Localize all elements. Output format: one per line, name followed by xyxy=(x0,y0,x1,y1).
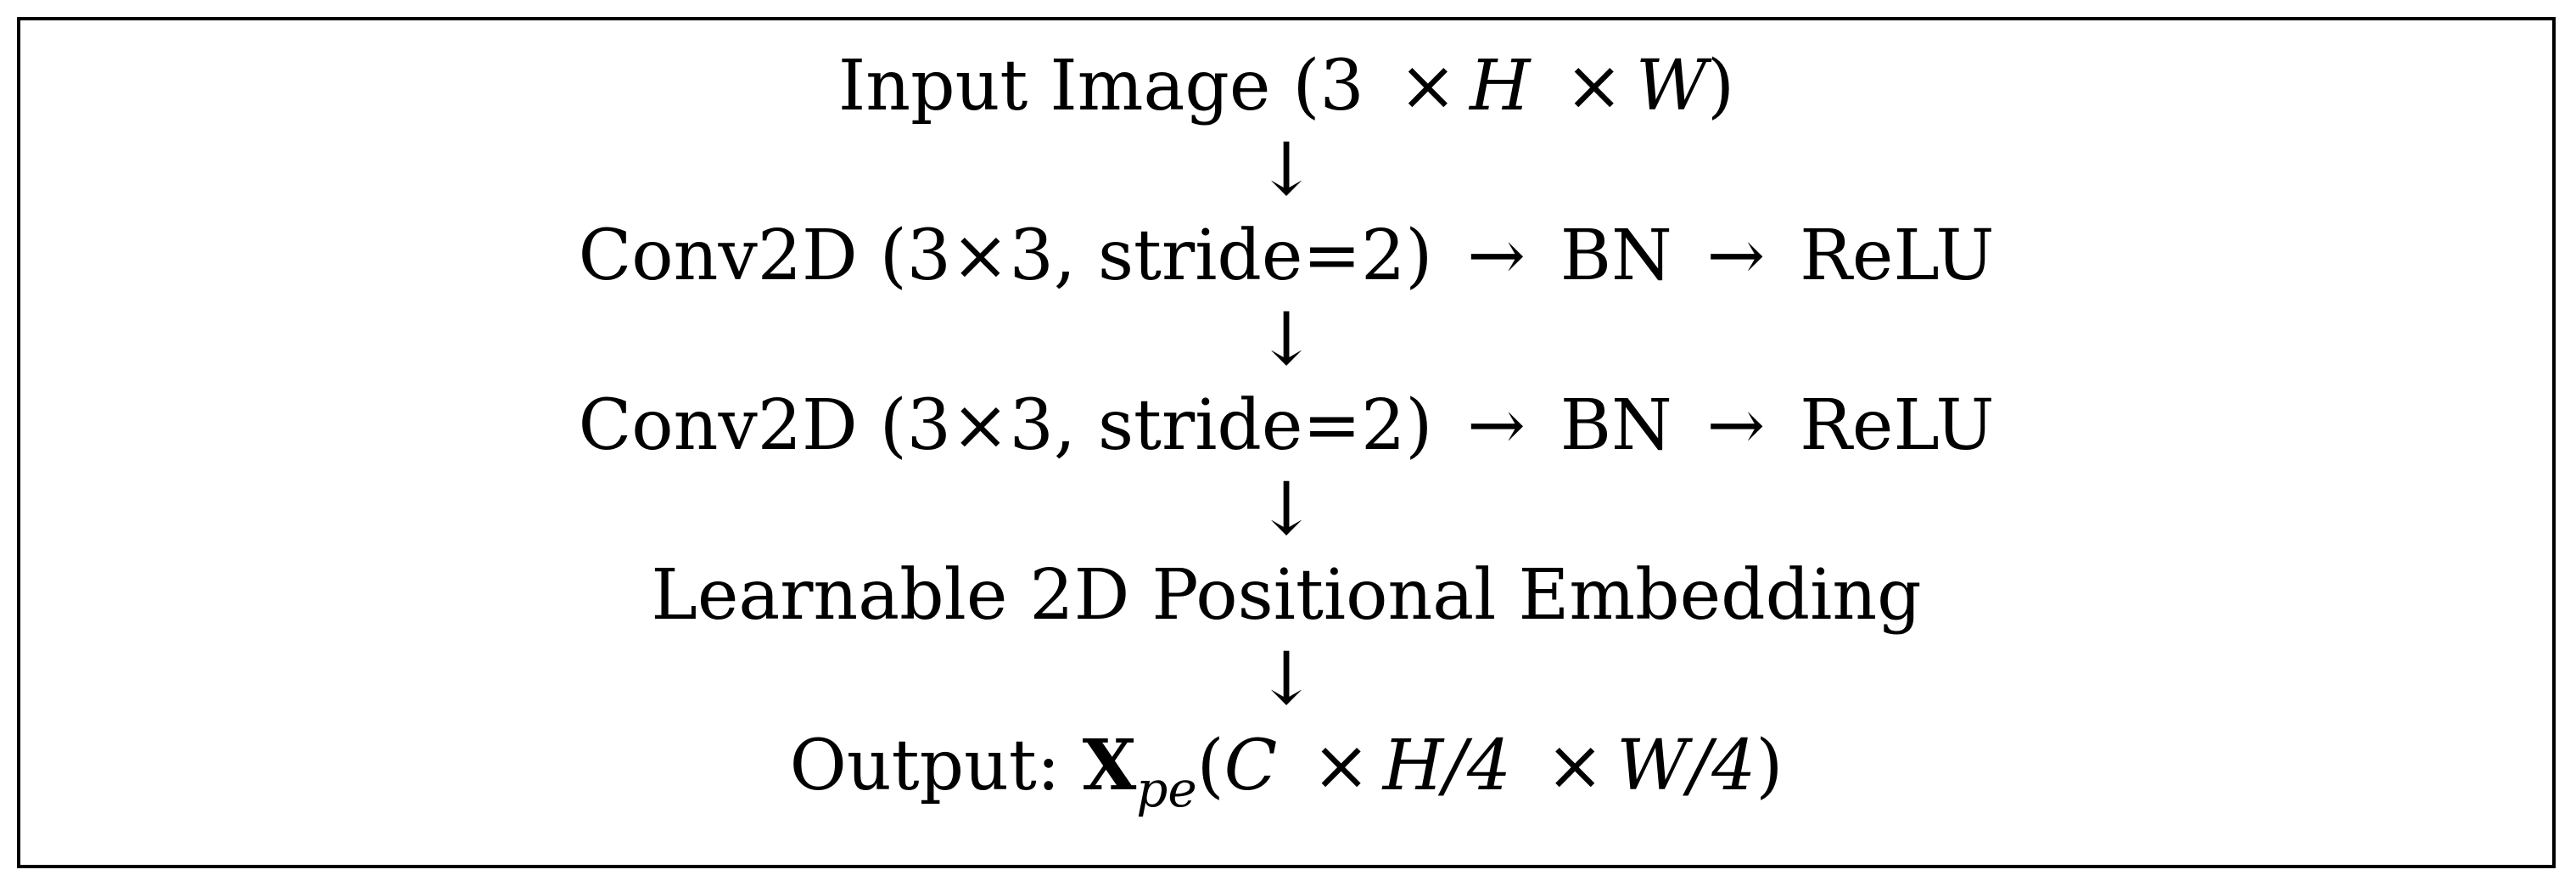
diagram-frame xyxy=(17,17,2556,868)
conv-1-arrow-1: → xyxy=(1467,216,1526,296)
output-times-2: × xyxy=(1545,726,1604,806)
input-dim-channels: 3 xyxy=(1319,46,1364,126)
input-dims-open: ( xyxy=(1292,46,1320,126)
down-arrow-icon: ↓ xyxy=(1255,467,1318,552)
conv-1-arrow-2: → xyxy=(1706,216,1766,296)
input-dim-width: W xyxy=(1635,46,1708,126)
conv-2-op: Conv2D (3×3, stride=2) xyxy=(578,385,1433,466)
input-image-node: Input Image (3 ×H ×W) xyxy=(17,44,2556,129)
output-node: Output: Xpe(C ×H/4 ×W/4) xyxy=(17,723,2556,818)
input-times-2: × xyxy=(1565,46,1624,126)
down-arrow-3: ↓ xyxy=(17,471,2556,547)
output-prefix: Output: xyxy=(789,726,1061,806)
output-times-1: × xyxy=(1312,726,1370,806)
output-open-paren: ( xyxy=(1196,726,1224,806)
conv-1-relu: ReLU xyxy=(1800,216,1995,296)
conv-block-2: Conv2D (3×3, stride=2) → BN → ReLU xyxy=(17,384,2556,468)
input-dim-height: H xyxy=(1470,46,1531,126)
conv-2-arrow-2: → xyxy=(1706,385,1766,466)
conv-block-1: Conv2D (3×3, stride=2) → BN → ReLU xyxy=(17,214,2556,299)
down-arrow-icon: ↓ xyxy=(1255,297,1318,382)
positional-embedding-label: Learnable 2D Positional Embedding xyxy=(651,555,1922,636)
input-dims-close: ) xyxy=(1707,46,1735,126)
down-arrow-4: ↓ xyxy=(17,641,2556,717)
output-symbol: X xyxy=(1082,725,1137,806)
output-dim-height: H/4 xyxy=(1382,726,1511,806)
positional-embedding-node: Learnable 2D Positional Embedding xyxy=(17,553,2556,638)
down-arrow-icon: ↓ xyxy=(1255,637,1318,721)
conv-1-bn: BN xyxy=(1560,216,1672,296)
output-dim-channels: C xyxy=(1224,726,1278,806)
output-close-paren: ) xyxy=(1756,726,1784,806)
conv-1-op: Conv2D (3×3, stride=2) xyxy=(578,216,1433,296)
conv-2-bn: BN xyxy=(1560,385,1672,466)
output-subscript: pe xyxy=(1136,760,1197,818)
down-arrow-icon: ↓ xyxy=(1255,127,1318,212)
down-arrow-1: ↓ xyxy=(17,132,2556,208)
input-times-1: × xyxy=(1398,46,1458,126)
conv-2-arrow-1: → xyxy=(1467,385,1526,466)
conv-2-relu: ReLU xyxy=(1800,385,1995,466)
input-image-label: Input Image xyxy=(837,46,1271,126)
down-arrow-2: ↓ xyxy=(17,301,2556,378)
output-dim-width: W/4 xyxy=(1616,726,1756,806)
